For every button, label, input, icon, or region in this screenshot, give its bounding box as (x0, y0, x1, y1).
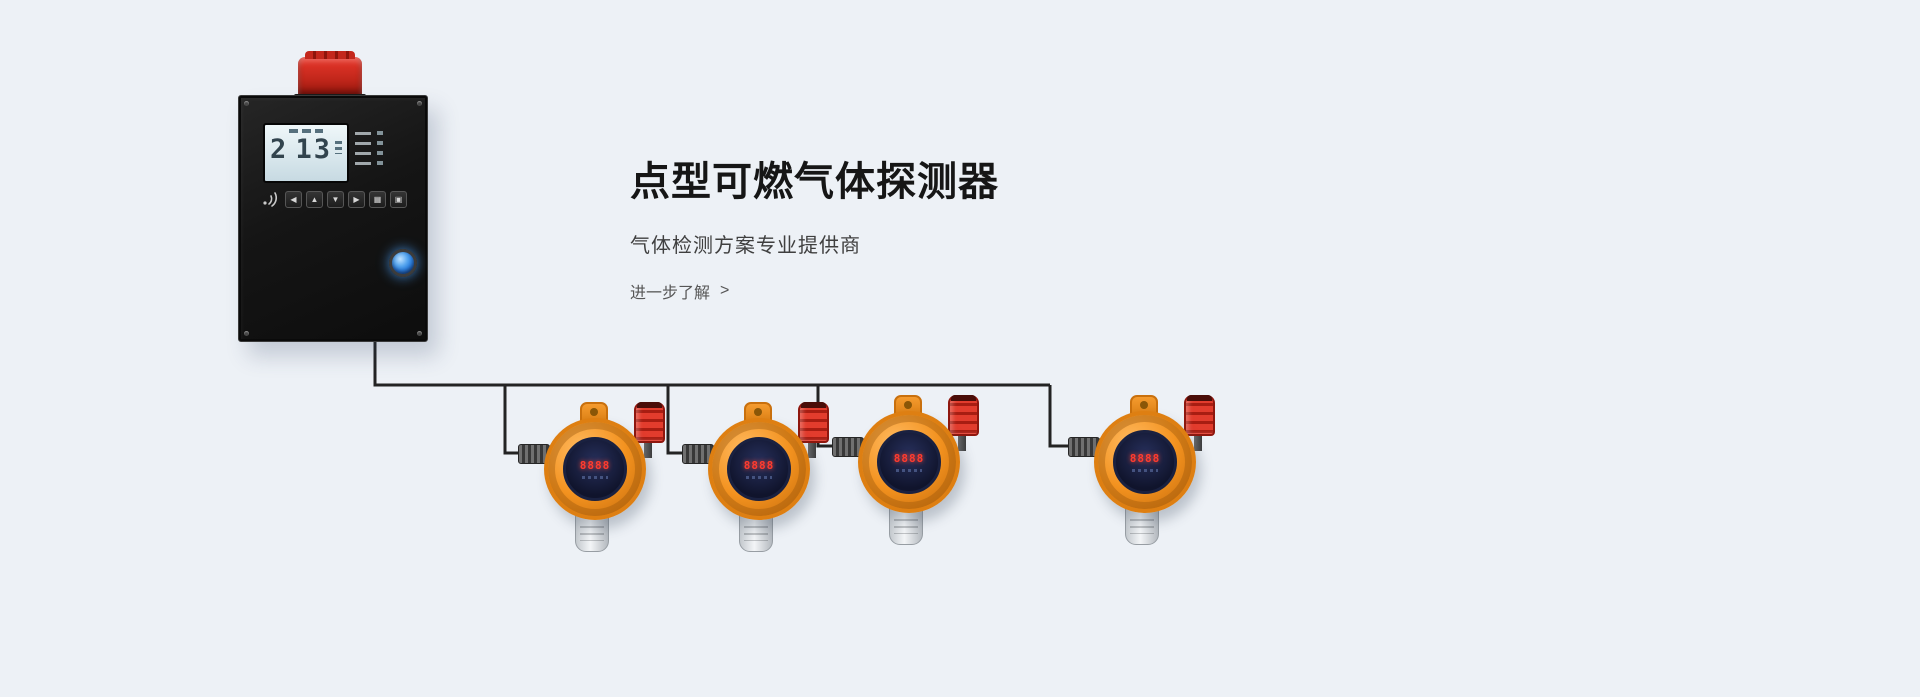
lcd-text-row (270, 172, 342, 177)
beacon-light (634, 402, 665, 443)
page-title: 点型可燃气体探测器 (630, 160, 999, 204)
controller-cabinet: 2 13 ◀ ▲ (238, 95, 428, 342)
detector-display-dots (746, 476, 772, 479)
beacon-pole (958, 431, 966, 451)
gas-detector-3: 8888 (832, 393, 1002, 545)
detector-display-dots (896, 469, 922, 472)
chevron-right-icon: > (720, 282, 730, 299)
lcd-unit-segments (335, 141, 342, 154)
wire-branch-1 (503, 385, 520, 455)
wire-branch-2 (666, 385, 684, 455)
learn-more-link[interactable]: 进一步了解 > (630, 279, 729, 303)
screw (244, 331, 249, 336)
left-button[interactable]: ◀ (285, 190, 302, 208)
detector-display: 8888 (727, 437, 791, 501)
beacon-pole (808, 438, 816, 458)
page-subtitle: 气体检测方案专业提供商 (630, 235, 861, 257)
learn-more-label: 进一步了解 (630, 285, 711, 302)
gas-alarm-controller: 2 13 ◀ ▲ (238, 51, 428, 342)
screw (417, 331, 422, 336)
detector-display: 8888 (563, 437, 627, 501)
beacon-pole (1194, 431, 1202, 451)
beacon-light (798, 402, 829, 443)
right-button[interactable]: ▶ (348, 190, 365, 208)
gas-detector-4: 8888 (1068, 393, 1238, 545)
detector-reading: 8888 (579, 459, 611, 472)
power-indicator-button[interactable] (389, 249, 417, 277)
buzzer-icon (263, 192, 278, 207)
down-button[interactable]: ▼ (327, 190, 344, 208)
alarm-beacon (630, 400, 666, 458)
lcd-display: 2 13 (263, 123, 349, 183)
detector-reading: 8888 (893, 452, 925, 465)
lcd-channel-value: 2 (270, 134, 287, 165)
beacon-pole (644, 438, 652, 458)
detector-display-dots (582, 476, 608, 479)
alarm-beacon (794, 400, 830, 458)
control-button-row: ◀ ▲ ▼ ▶ ▦ ▣ (261, 188, 413, 210)
lcd-status-segments (289, 129, 323, 133)
detector-reading: 8888 (1129, 452, 1161, 465)
screw (417, 101, 422, 106)
detector-body: 8888 (1094, 411, 1196, 513)
enter-button[interactable]: ▣ (390, 190, 407, 208)
detector-display: 8888 (877, 430, 941, 494)
wire-branch-4 (1048, 385, 1070, 448)
alarm-beacon (944, 393, 980, 451)
detector-body: 8888 (708, 418, 810, 520)
detector-body: 8888 (858, 411, 960, 513)
up-button[interactable]: ▲ (306, 190, 323, 208)
alarm-beacon (1180, 393, 1216, 451)
gas-detector-1: 8888 (518, 400, 688, 552)
strobe-alarm-light (294, 51, 366, 100)
status-indicators (355, 123, 403, 181)
detector-reading: 8888 (743, 459, 775, 472)
screw (244, 101, 249, 106)
gas-detector-2: 8888 (682, 400, 852, 552)
beacon-light (1184, 395, 1215, 436)
detector-display-dots (1132, 469, 1158, 472)
beacon-light (948, 395, 979, 436)
menu-button[interactable]: ▦ (369, 190, 386, 208)
lcd-concentration-value: 13 (295, 134, 332, 165)
detector-body: 8888 (544, 418, 646, 520)
hero-copy: 点型可燃气体探测器 气体检测方案专业提供商 进一步了解 > (630, 160, 999, 303)
detector-display: 8888 (1113, 430, 1177, 494)
wire-main (373, 336, 1050, 387)
